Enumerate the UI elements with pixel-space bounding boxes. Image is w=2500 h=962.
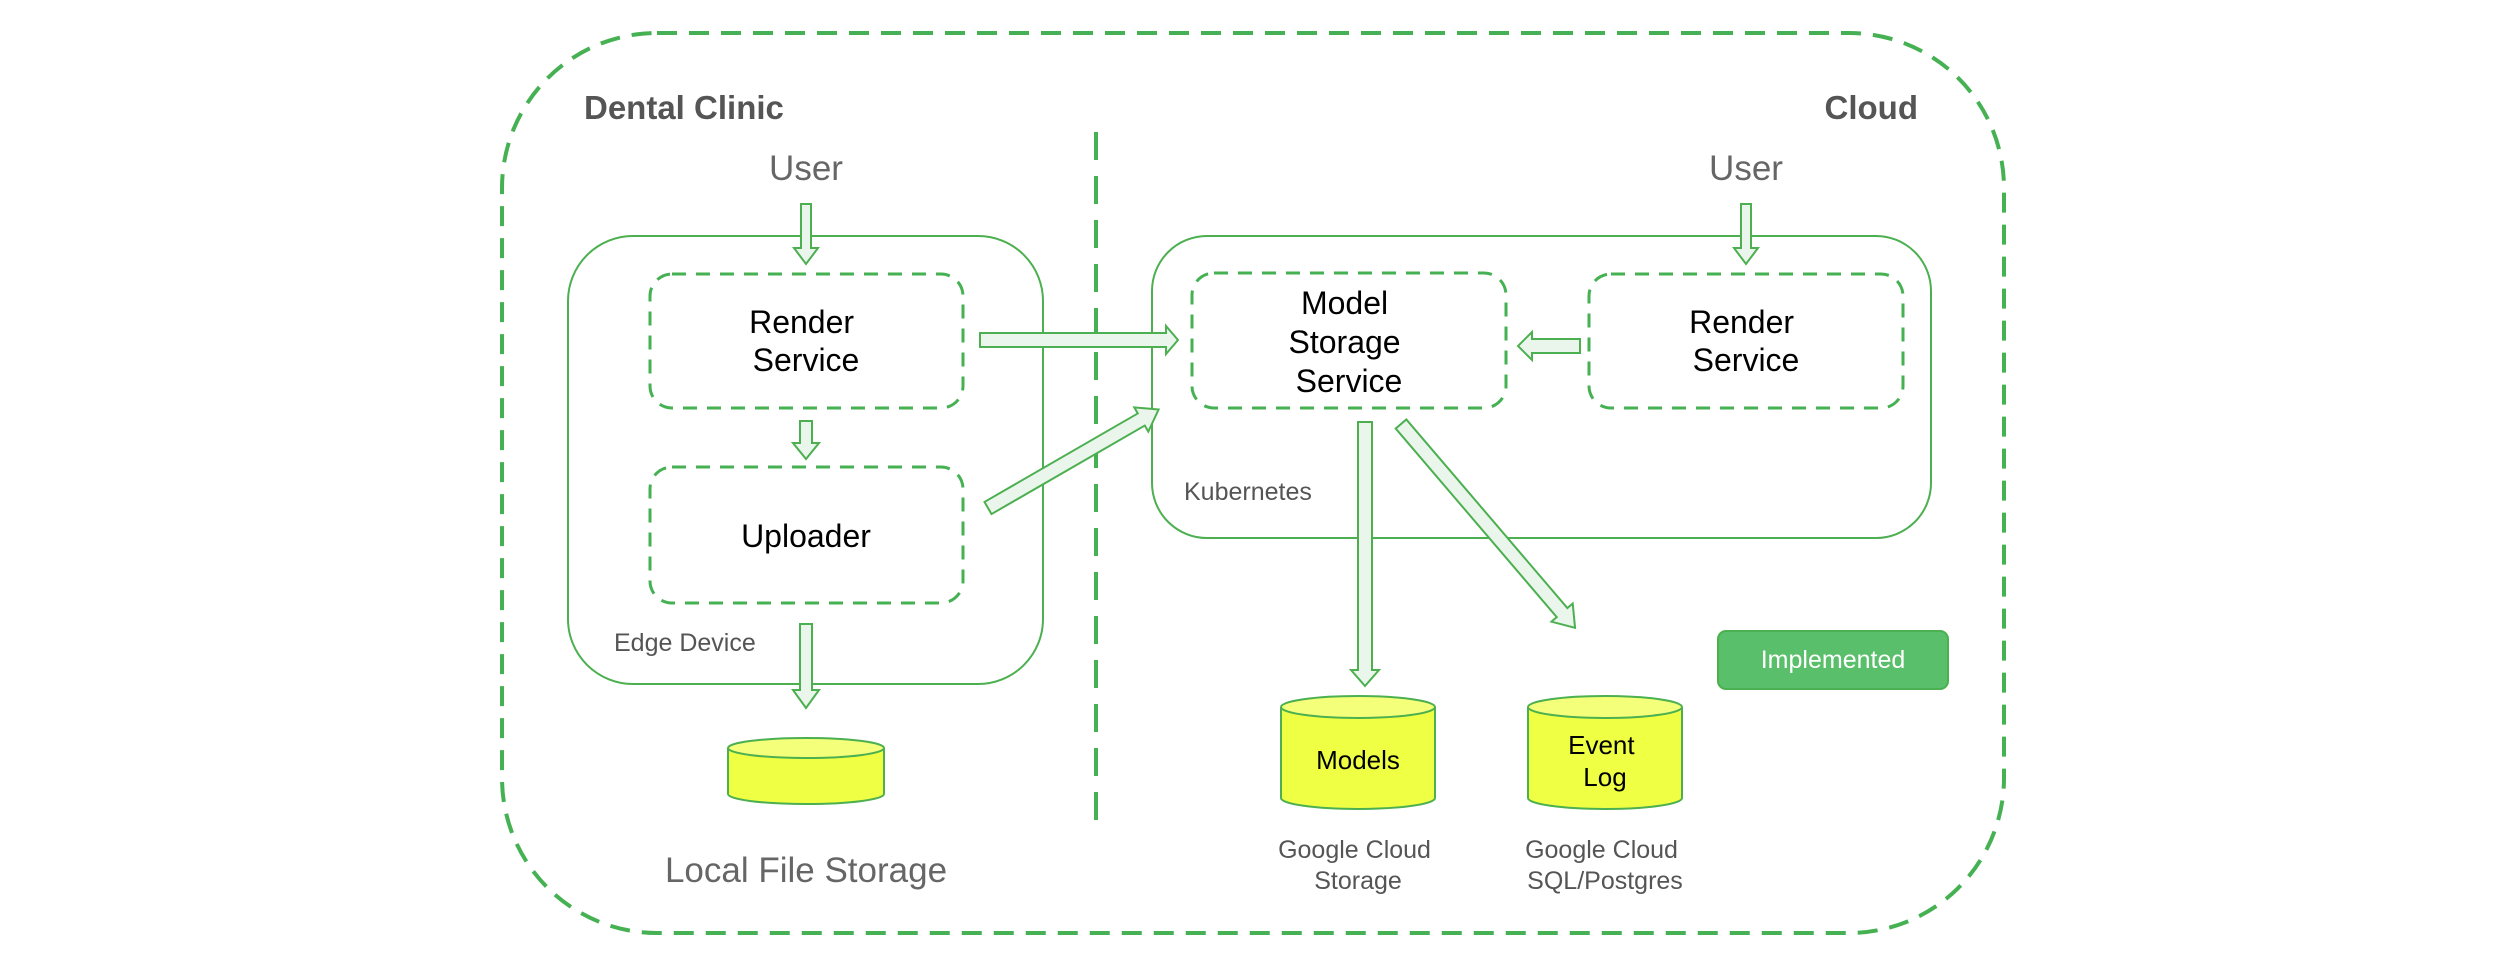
uploader-label: Uploader — [741, 518, 871, 554]
arrow-left-user-to-render — [792, 203, 820, 266]
arrow-uploader-to-local-storage — [791, 623, 821, 710]
arrow-right-render-to-model-storage — [1516, 329, 1581, 363]
legend-implemented-label: Implemented — [1761, 646, 1906, 674]
model-storage-service-label: Model Storage Service — [1289, 285, 1410, 399]
local-file-storage-caption: Local File Storage — [665, 851, 947, 890]
kubernetes-label: Kubernetes — [1184, 478, 1312, 506]
left-render-service-label: Render Service — [749, 304, 863, 378]
arrow-model-storage-to-models-db — [1348, 421, 1382, 688]
legend-implemented-swatch — [1717, 630, 1949, 690]
event-log-db-caption: Google Cloud SQL/Postgres — [1525, 836, 1685, 895]
left-user-label: User — [769, 149, 843, 188]
left-render-service-box — [648, 272, 965, 410]
zone-title-cloud: Cloud — [1825, 89, 1918, 126]
right-user-label: User — [1709, 149, 1783, 188]
arrow-render-to-model-storage — [979, 323, 1180, 357]
zone-title-dental-clinic: Dental Clinic — [584, 89, 784, 126]
local-file-storage-db — [727, 737, 885, 805]
arrow-uploader-to-model-storage — [983, 406, 1161, 516]
arrow-right-user-to-render — [1732, 203, 1760, 266]
event-log-db-label: Event Log — [1568, 730, 1642, 792]
arrow-model-storage-to-event-log-db — [1394, 418, 1577, 630]
kubernetes-container — [1151, 235, 1932, 539]
outer-boundary — [500, 31, 2006, 935]
right-render-service-box — [1587, 272, 1905, 410]
edge-device-label: Edge Device — [614, 629, 756, 657]
model-storage-service-box — [1190, 271, 1508, 410]
right-render-service-label: Render Service — [1689, 304, 1803, 378]
models-db-caption: Google Cloud Storage — [1278, 836, 1438, 895]
uploader-box — [648, 465, 965, 605]
event-log-db — [1527, 695, 1683, 810]
models-db-label: Models — [1316, 745, 1400, 775]
models-db — [1280, 695, 1436, 810]
arrow-render-to-uploader — [790, 420, 822, 461]
